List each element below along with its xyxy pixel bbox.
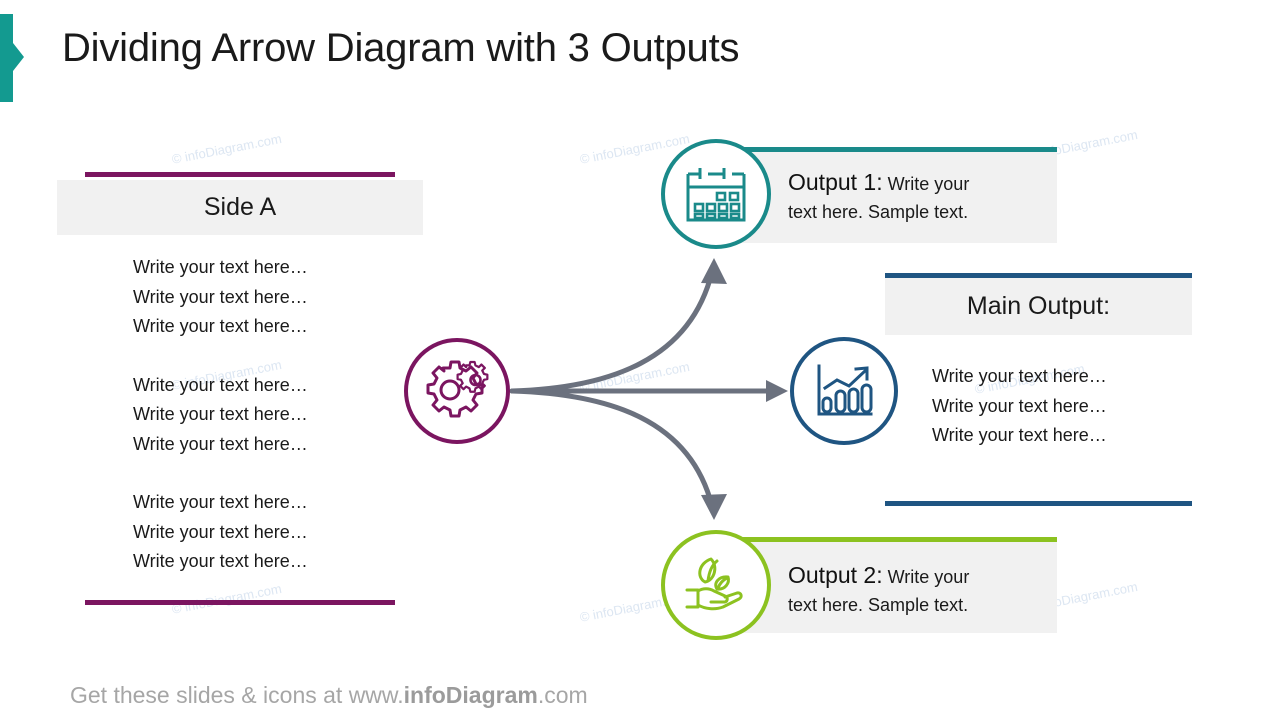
side-a-line: Write your text here…: [133, 551, 308, 571]
output-1-top-rule: [712, 147, 1057, 152]
main-output-line: Write your text here…: [932, 395, 1107, 416]
main-output-top-rule: [885, 273, 1192, 278]
gears-icon: [426, 360, 489, 418]
side-a-line: Write your text here…: [133, 492, 308, 512]
side-a-block: Write your text here… Write your text he…: [133, 253, 433, 342]
left-accent-bar: [0, 14, 13, 102]
side-a-line: Write your text here…: [133, 286, 308, 307]
side-a-block: Write your text here… Write your text he…: [133, 488, 433, 577]
output-1-text: Output 1: Write your text here. Sample t…: [788, 168, 998, 226]
output-2-lead: Output 2:: [788, 562, 883, 588]
side-a-line: Write your text here…: [133, 257, 308, 277]
side-a-bottom-rule: [85, 600, 395, 605]
source-node-circle[interactable]: [404, 338, 510, 444]
side-a-header-box: Side A: [57, 180, 423, 235]
output-2-text: Output 2: Write your text here. Sample t…: [788, 561, 1003, 619]
main-output-heading: Main Output:: [966, 292, 1111, 320]
output-2-body: Write your text here. Sample text.: [788, 567, 970, 615]
footer-credit: Get these slides & icons at www.infoDiag…: [70, 682, 588, 709]
output-1-lead: Output 1:: [788, 169, 883, 195]
side-a-top-rule: [85, 172, 395, 177]
hand-leaf-icon: [685, 557, 743, 611]
output-2-circle[interactable]: [661, 530, 771, 640]
side-a-body: Write your text here… Write your text he…: [133, 253, 433, 577]
side-a-line: Write your text here…: [133, 316, 308, 336]
output-1-body: Write your text here. Sample text.: [788, 174, 970, 222]
side-a-line: Write your text here…: [133, 404, 308, 424]
bar-chart-growth-icon: [817, 364, 873, 416]
main-output-line: Write your text here…: [932, 425, 1107, 445]
page-title: Dividing Arrow Diagram with 3 Outputs: [62, 26, 740, 70]
main-output-header-box: Main Output:: [885, 278, 1192, 335]
main-output-circle[interactable]: [790, 337, 898, 445]
main-output-line: Write your text here…: [932, 366, 1107, 386]
side-a-line: Write your text here…: [133, 521, 308, 542]
side-a-heading: Side A: [203, 193, 277, 221]
main-output-bottom-rule: [885, 501, 1192, 506]
side-a-line: Write your text here…: [133, 433, 308, 454]
side-a-line: Write your text here…: [133, 374, 308, 395]
side-a-block: Write your text here… Write your text he…: [133, 371, 433, 460]
output-2-top-rule: [712, 537, 1057, 542]
left-accent-arrow-icon: [13, 43, 24, 71]
footer-prefix: Get these slides & icons at www.: [70, 682, 404, 708]
calendar-icon: [686, 168, 746, 222]
output-1-circle[interactable]: [661, 139, 771, 249]
main-output-body: Write your text here… Write your text he…: [932, 362, 1202, 451]
footer-brand: infoDiagram: [403, 682, 538, 708]
footer-suffix: .com: [537, 682, 588, 708]
